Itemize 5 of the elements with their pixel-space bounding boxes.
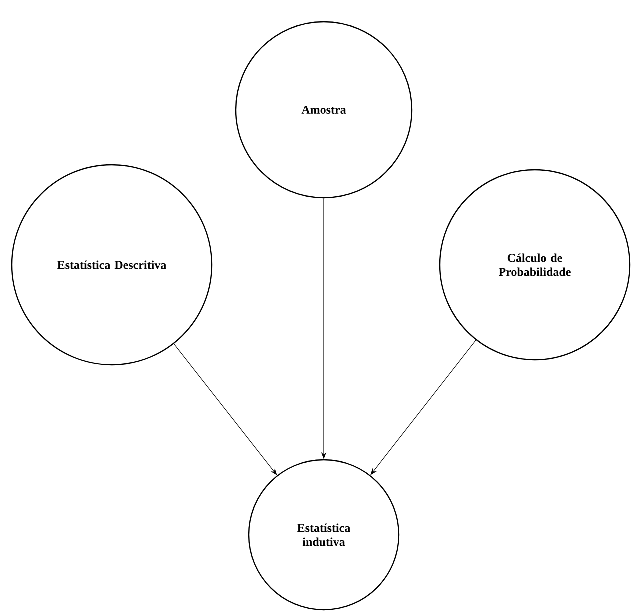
circle-node: Cálculo de Probabilidade bbox=[439, 169, 631, 361]
circle-node: Estatística Descritiva bbox=[11, 164, 213, 366]
circle-node: Amostra bbox=[235, 21, 413, 199]
circle-node: Estatística indutiva bbox=[248, 459, 400, 611]
arrow bbox=[370, 340, 476, 476]
